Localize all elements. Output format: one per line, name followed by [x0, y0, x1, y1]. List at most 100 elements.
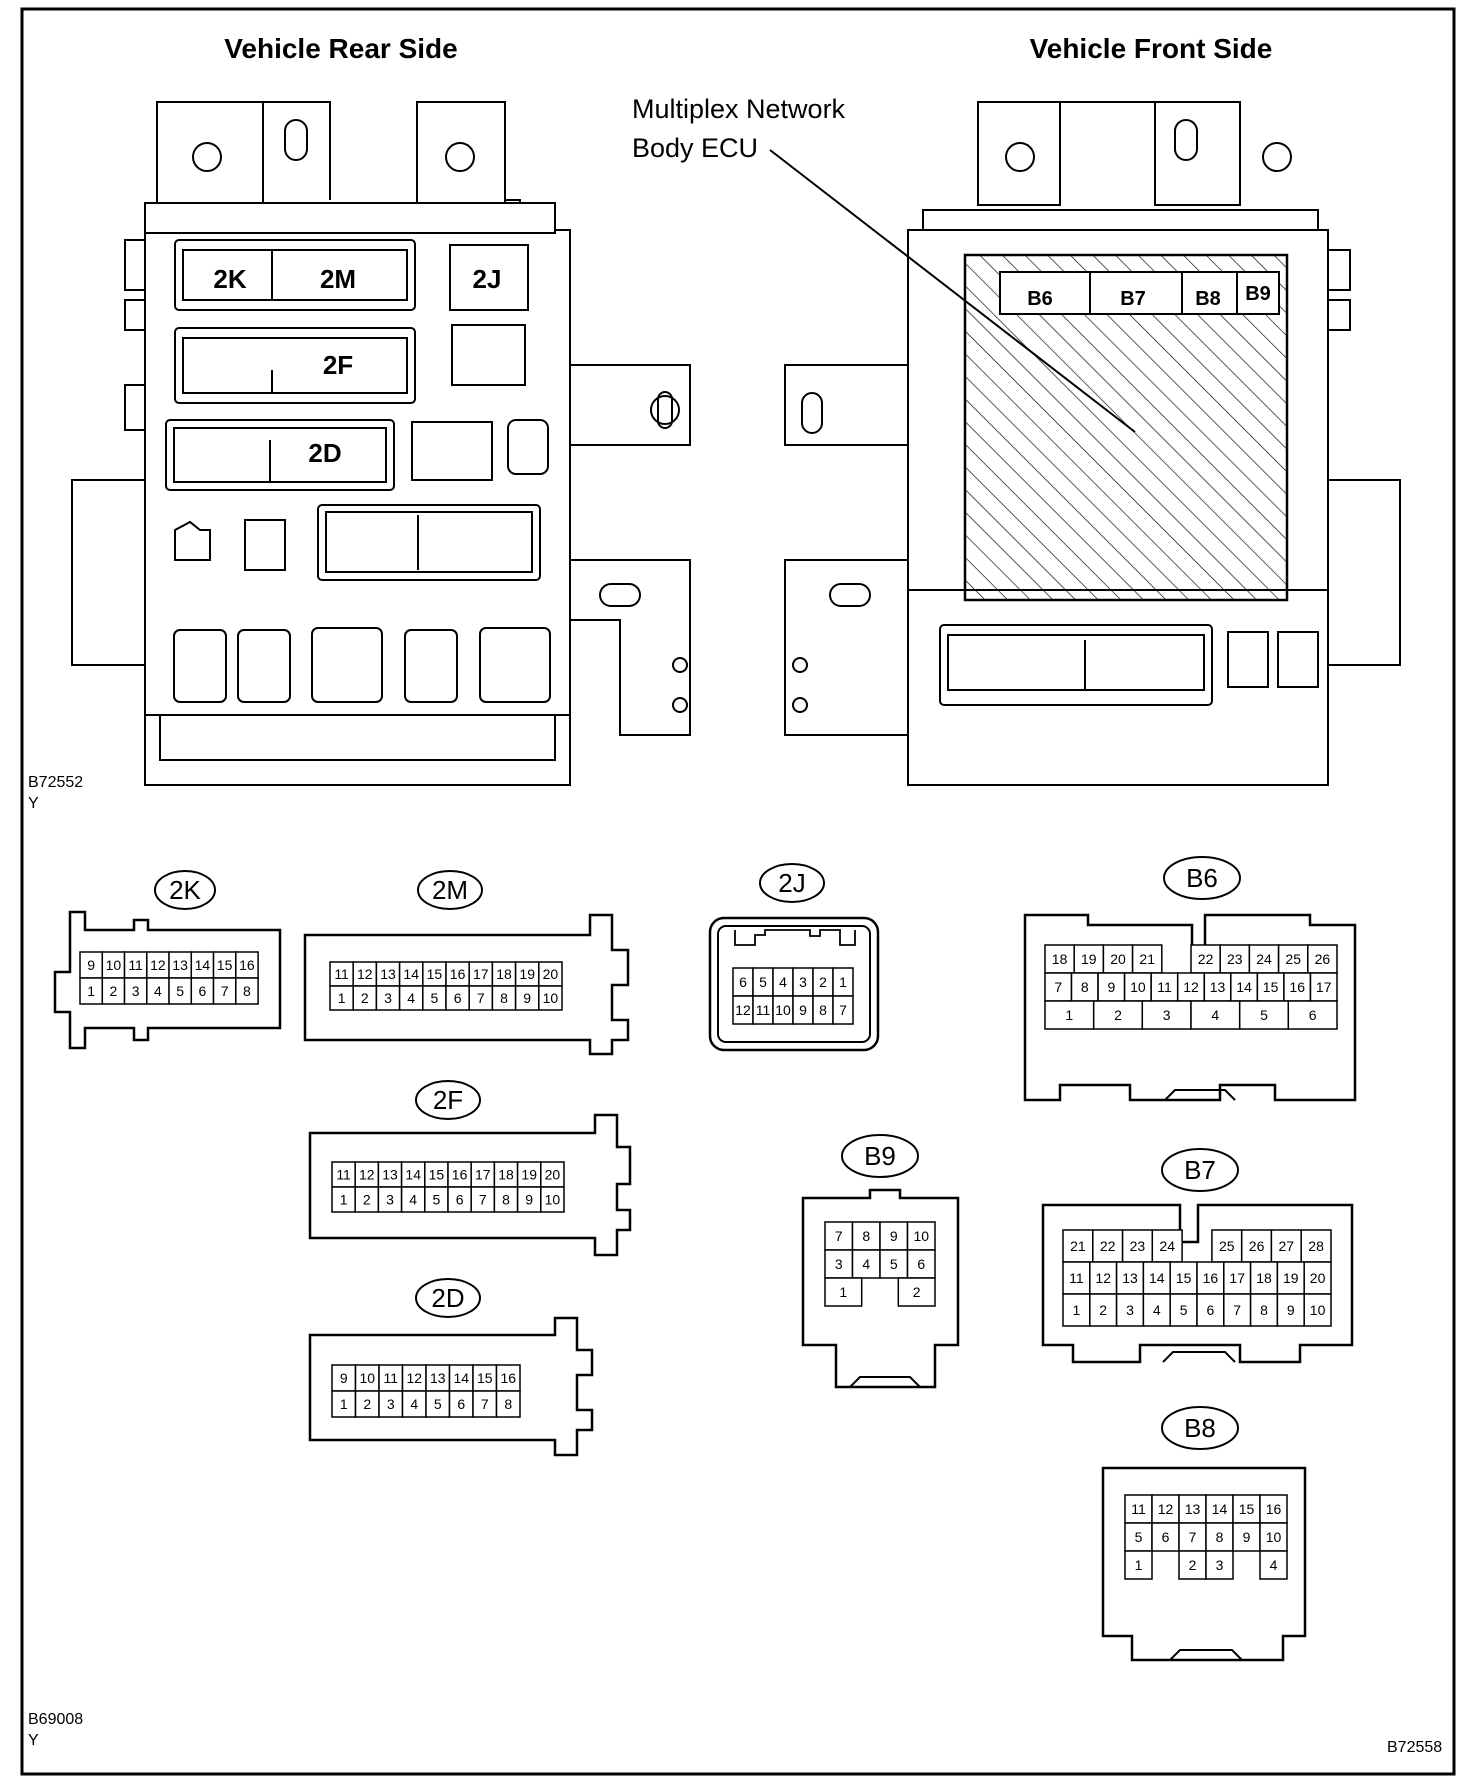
pin-number: 5 — [890, 1256, 898, 1272]
pin-number: 7 — [477, 990, 485, 1006]
pin-number: 7 — [1189, 1529, 1197, 1545]
label-b9: B9 — [1245, 283, 1271, 305]
connector-2k-label: 2K — [169, 875, 201, 905]
pin-number: 7 — [479, 1192, 487, 1208]
pin-cell — [1223, 1261, 1252, 1295]
pin-cell — [1307, 944, 1338, 974]
pin-number: 11 — [334, 966, 349, 982]
pin-cell — [1073, 944, 1105, 974]
figure-code-top: B72552 — [28, 774, 83, 791]
pin-number: 9 — [87, 957, 95, 973]
pin-cell — [824, 1249, 854, 1279]
pin-number: 6 — [917, 1256, 925, 1272]
pin-number: 10 — [1310, 1302, 1326, 1318]
figure-code-bottom-y: Y — [28, 1732, 39, 1749]
pin-number: 14 — [195, 957, 211, 973]
pin-number: 17 — [473, 966, 489, 982]
pin-cell — [1062, 1293, 1091, 1327]
pin-cell — [1276, 1261, 1305, 1295]
pin-number: 5 — [1180, 1302, 1188, 1318]
pin-number: 3 — [835, 1256, 843, 1272]
pin-cell — [1169, 1293, 1198, 1327]
pin-number: 1 — [340, 1396, 348, 1412]
pin-number: 7 — [221, 983, 229, 999]
pin-number: 26 — [1315, 951, 1331, 967]
pin-number: 19 — [521, 1167, 537, 1183]
pin-number: 1 — [1073, 1302, 1081, 1318]
figure-frame — [20, 7, 1456, 1776]
pin-cell — [1259, 1550, 1288, 1580]
figure-code-bottom: B69008 — [28, 1711, 83, 1728]
pin-number: 13 — [1122, 1270, 1138, 1286]
connector-2d-label: 2D — [431, 1283, 464, 1313]
pin-number: 6 — [454, 990, 462, 1006]
pin-number: 7 — [1233, 1302, 1241, 1318]
pin-cell — [1230, 972, 1259, 1002]
pin-number: 3 — [1126, 1302, 1134, 1318]
pin-number: 15 — [1176, 1270, 1192, 1286]
pin-number: 11 — [756, 1002, 771, 1018]
pin-number: 10 — [545, 1192, 561, 1208]
pin-number: 12 — [359, 1167, 375, 1183]
pin-number: 8 — [819, 1002, 827, 1018]
pin-number: 18 — [498, 1167, 514, 1183]
pin-number: 18 — [1256, 1270, 1272, 1286]
pin-number: 20 — [545, 1167, 561, 1183]
pin-cell — [1300, 1229, 1332, 1263]
label-b6: B6 — [1027, 288, 1053, 310]
pin-cell — [1219, 944, 1251, 974]
front-socket-labels: B6 B7 B8 B9 — [1027, 283, 1271, 310]
socket-2k-2m — [174, 239, 416, 311]
pin-number: 6 — [1207, 1302, 1215, 1318]
pin-number: 16 — [501, 1370, 517, 1386]
pin-cell — [1141, 1000, 1192, 1030]
pin-number: 7 — [835, 1228, 843, 1244]
pin-cell — [1249, 1261, 1279, 1295]
pin-number: 9 — [340, 1370, 348, 1386]
pin-number: 8 — [1216, 1529, 1224, 1545]
pin-number: 12 — [1095, 1270, 1111, 1286]
pin-number: 27 — [1279, 1238, 1295, 1254]
figure-code-corner: B72558 — [1387, 1739, 1442, 1756]
pin-cell — [1142, 1261, 1171, 1295]
pin-number: 2 — [1099, 1302, 1107, 1318]
pin-cell — [1176, 972, 1205, 1002]
pin-cell — [906, 1221, 936, 1251]
pin-number: 5 — [431, 990, 439, 1006]
pin-number: 25 — [1219, 1238, 1235, 1254]
pin-cell — [1097, 972, 1126, 1002]
pin-number: 5 — [434, 1396, 442, 1412]
pin-cell — [1277, 944, 1309, 974]
pin-number: 17 — [475, 1167, 491, 1183]
pin-cell — [1205, 1494, 1234, 1524]
pin-number: 3 — [386, 1192, 394, 1208]
pin-number: 28 — [1308, 1238, 1324, 1254]
connector-b7-label: B7 — [1184, 1155, 1216, 1185]
pin-number: 8 — [504, 1396, 512, 1412]
pin-number: 8 — [502, 1192, 510, 1208]
pin-number: 10 — [106, 957, 122, 973]
pin-number: 9 — [525, 1192, 533, 1208]
front-side-title: Vehicle Front Side — [1030, 33, 1273, 64]
pin-number: 1 — [338, 990, 346, 1006]
label-b8: B8 — [1195, 288, 1221, 310]
pin-number: 7 — [1054, 979, 1062, 995]
pin-number: 2 — [110, 983, 118, 999]
pin-number: 10 — [360, 1370, 376, 1386]
pin-number: 11 — [1069, 1270, 1084, 1286]
pin-number: 20 — [1310, 1270, 1326, 1286]
callout-line2: Body ECU — [632, 133, 758, 163]
pin-number: 5 — [1260, 1007, 1268, 1023]
pin-number: 15 — [429, 1167, 445, 1183]
pin-number: 2 — [1114, 1007, 1122, 1023]
pin-number: 3 — [799, 974, 807, 990]
connector-2m-label: 2M — [432, 875, 468, 905]
pin-number: 15 — [1239, 1501, 1255, 1517]
pin-number: 10 — [775, 1002, 791, 1018]
pin-number: 10 — [1266, 1529, 1282, 1545]
pin-number: 1 — [1065, 1007, 1073, 1023]
pin-cell — [1238, 1000, 1290, 1030]
